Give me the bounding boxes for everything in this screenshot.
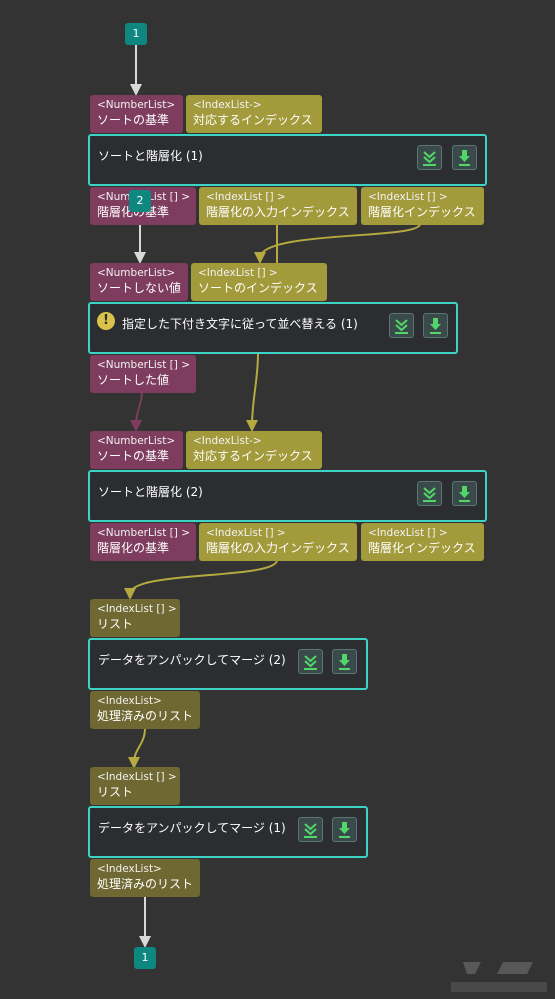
- download-button[interactable]: [332, 649, 357, 674]
- sort2-output-hier-input-index[interactable]: <IndexList [] > 階層化の入力インデックス: [199, 523, 357, 561]
- port-name: リスト: [97, 617, 134, 631]
- port-type: <IndexList->: [193, 99, 262, 111]
- port-type: <IndexList [] >: [206, 191, 286, 203]
- node-title: データをアンパックしてマージ (1): [98, 821, 286, 835]
- collapse-button[interactable]: [298, 817, 323, 842]
- node-sort-hierarchize-2[interactable]: ソートと階層化 (2): [88, 470, 487, 522]
- sort1-input-sort-key[interactable]: <NumberList> ソートの基準: [90, 95, 183, 133]
- port-type: <IndexList [] >: [198, 267, 278, 279]
- port-name: 階層化の入力インデックス: [206, 205, 350, 219]
- node-title: データをアンパックしてマージ (2): [98, 653, 286, 667]
- chevron-double-down-icon: [304, 823, 317, 838]
- port-type: <NumberList>: [97, 99, 176, 111]
- port-name: 処理済みのリスト: [97, 709, 194, 723]
- node-sort-hierarchize-1[interactable]: ソートと階層化 (1): [88, 134, 487, 186]
- reorder-output-sorted-values[interactable]: <NumberList [] > ソートした値: [90, 355, 196, 393]
- port-type: <NumberList [] >: [97, 527, 190, 539]
- node-unpack-merge-1[interactable]: データをアンパックしてマージ (1): [88, 806, 368, 858]
- download-arrow-icon: [459, 486, 470, 502]
- unpack1-input-list[interactable]: <IndexList [] > リスト: [90, 767, 180, 805]
- node-unpack-merge-2[interactable]: データをアンパックしてマージ (2): [88, 638, 368, 690]
- wire-sorted-values-to-sort2: [130, 391, 143, 432]
- sort1-output-hier-input-index[interactable]: <IndexList [] > 階層化の入力インデックス: [199, 187, 357, 225]
- watermark-logo: [451, 962, 547, 992]
- download-button[interactable]: [332, 817, 357, 842]
- port-name: 階層化の基準: [97, 541, 170, 555]
- port-type: <NumberList [] >: [97, 359, 190, 371]
- sort2-output-hier-index[interactable]: <IndexList [] > 階層化インデックス: [361, 523, 484, 561]
- port-name: 処理済みのリスト: [97, 877, 194, 891]
- port-type: <IndexList [] >: [368, 191, 448, 203]
- port-name: ソートしない値: [97, 281, 182, 295]
- port-type: <IndexList [] >: [206, 527, 286, 539]
- input-badge-2[interactable]: 2: [129, 190, 151, 212]
- unpack2-input-list[interactable]: <IndexList [] > リスト: [90, 599, 180, 637]
- sort1-input-index[interactable]: <IndexList-> 対応するインデックス: [186, 95, 322, 133]
- node-title: 指定した下付き文字に従って並べ替える (1): [122, 317, 358, 331]
- sort1-output-hier-index[interactable]: <IndexList [] > 階層化インデックス: [361, 187, 484, 225]
- unpack1-output-processed-list[interactable]: <IndexList> 処理済みのリスト: [90, 859, 200, 897]
- reorder-input-index[interactable]: <IndexList [] > ソートのインデックス: [191, 263, 327, 301]
- node-reorder-by-index[interactable]: ! 指定した下付き文字に従って並べ替える (1): [88, 302, 458, 354]
- port-name: ソートのインデックス: [198, 281, 318, 295]
- chevron-double-down-icon: [423, 151, 436, 166]
- sort2-input-index[interactable]: <IndexList-> 対応するインデックス: [186, 431, 322, 469]
- node-title: ソートと階層化 (2): [98, 485, 203, 499]
- node-title: ソートと階層化 (1): [98, 149, 203, 163]
- chevron-double-down-icon: [395, 319, 408, 334]
- download-button[interactable]: [452, 145, 477, 170]
- collapse-button[interactable]: [417, 481, 442, 506]
- port-type: <IndexList [] >: [97, 603, 177, 615]
- port-type: <IndexList>: [97, 695, 162, 707]
- download-button[interactable]: [423, 313, 448, 338]
- port-name: ソートの基準: [97, 449, 170, 463]
- warning-icon: !: [97, 312, 115, 330]
- download-arrow-icon: [339, 822, 350, 838]
- chevron-double-down-icon: [423, 487, 436, 502]
- port-name: 階層化インデックス: [368, 541, 476, 555]
- sort2-output-hier-key[interactable]: <NumberList [] > 階層化の基準: [90, 523, 196, 561]
- port-type: <IndexList->: [193, 435, 262, 447]
- download-arrow-icon: [430, 318, 441, 334]
- output-badge-1[interactable]: 1: [134, 947, 156, 969]
- wire-sort2-to-unpack2: [124, 559, 278, 600]
- download-arrow-icon: [339, 654, 350, 670]
- port-name: ソートした値: [97, 373, 170, 387]
- port-name: 階層化インデックス: [368, 205, 476, 219]
- sort2-input-sort-key[interactable]: <NumberList> ソートの基準: [90, 431, 183, 469]
- port-type: <NumberList>: [97, 267, 176, 279]
- chevron-double-down-icon: [304, 655, 317, 670]
- port-name: ソートの基準: [97, 113, 170, 127]
- port-name: 対応するインデックス: [193, 449, 313, 463]
- port-type: <IndexList>: [97, 863, 162, 875]
- download-button[interactable]: [452, 481, 477, 506]
- port-name: 階層化の入力インデックス: [206, 541, 350, 555]
- port-type: <IndexList [] >: [97, 771, 177, 783]
- reorder-input-values[interactable]: <NumberList> ソートしない値: [90, 263, 188, 301]
- wire-unpack2-to-unpack1: [128, 727, 146, 769]
- port-type: <IndexList [] >: [368, 527, 448, 539]
- collapse-button[interactable]: [389, 313, 414, 338]
- port-name: 階層化の基準: [97, 205, 170, 219]
- port-name: 対応するインデックス: [193, 113, 313, 127]
- download-arrow-icon: [459, 150, 470, 166]
- input-badge-1[interactable]: 1: [125, 23, 147, 45]
- collapse-button[interactable]: [417, 145, 442, 170]
- port-name: リスト: [97, 785, 134, 799]
- port-type: <NumberList>: [97, 435, 176, 447]
- collapse-button[interactable]: [298, 649, 323, 674]
- unpack2-output-processed-list[interactable]: <IndexList> 処理済みのリスト: [90, 691, 200, 729]
- wire-hier-index-to-sort-index: [254, 223, 421, 264]
